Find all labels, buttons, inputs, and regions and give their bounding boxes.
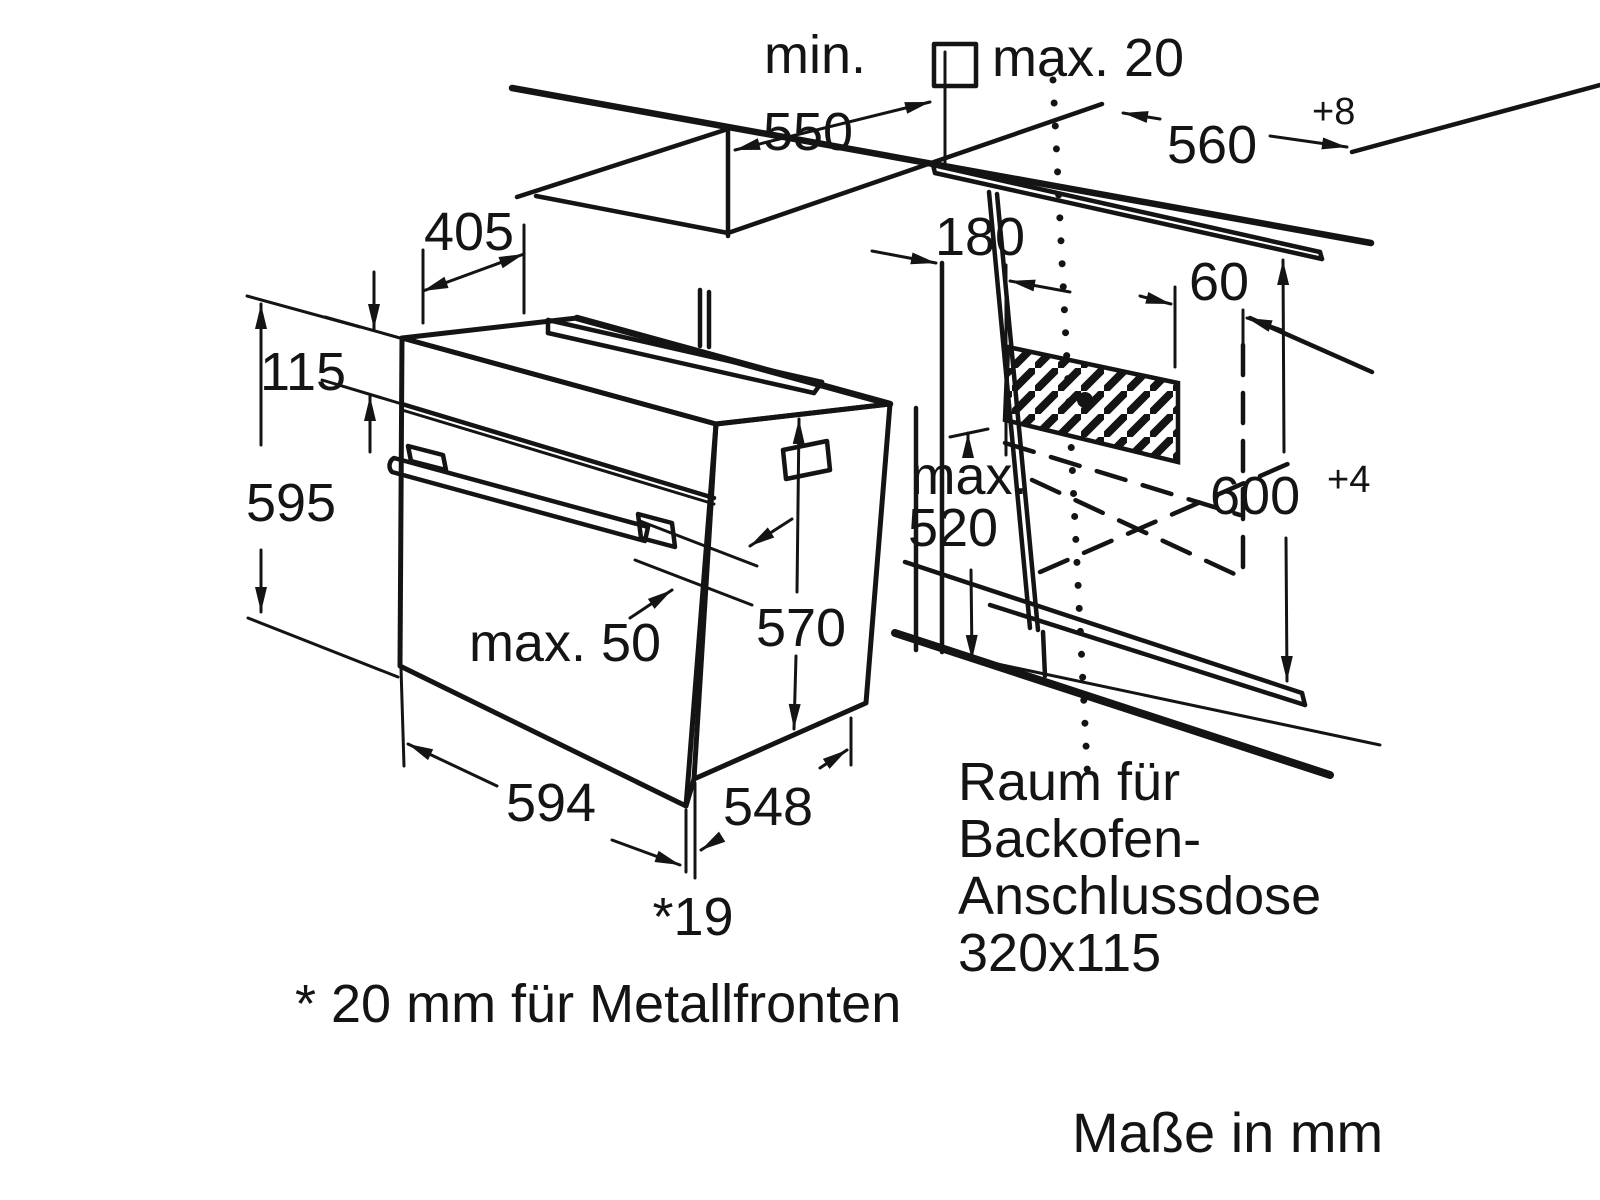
connection-box-hatch xyxy=(1002,344,1181,465)
dim-570-value: 570 xyxy=(756,598,846,658)
center-reference-dotted-line xyxy=(1049,76,1092,789)
dimension-570: 570 xyxy=(756,417,846,731)
dim-595-value: 595 xyxy=(246,473,336,533)
niche-left-wall-foot xyxy=(1040,629,1048,679)
cabinet-niche xyxy=(891,76,1382,789)
oven-side-grip-cutout xyxy=(780,438,833,482)
handle-bracket-right xyxy=(635,511,678,550)
dim-405-value: 405 xyxy=(424,202,514,262)
dim-min-550-value: 550 xyxy=(763,102,853,162)
socket-note-line-3: Anschlussdose xyxy=(958,866,1321,926)
dim-560-tolerance: +8 xyxy=(1312,91,1355,133)
socket-note-line-1: Raum für xyxy=(958,752,1180,812)
socket-note-line-4: 320x115 xyxy=(958,923,1161,983)
dimension-405: 405 xyxy=(421,202,526,325)
oven-bottom-step xyxy=(683,776,697,809)
dim-600-value: 600 xyxy=(1210,466,1300,526)
dimension-180: 180 xyxy=(870,207,1072,457)
dim-548-value: 548 xyxy=(723,777,813,837)
socket-note: Raum für Backofen- Anschlussdose 320x115 xyxy=(958,752,1321,983)
handle-bar xyxy=(387,455,651,544)
units-note: Maße in mm xyxy=(1072,1101,1383,1164)
niche-floor xyxy=(891,559,1382,779)
dim-560-value: 560 xyxy=(1167,115,1257,175)
control-panel-bottom-line-2 xyxy=(400,408,716,506)
dimension-max-520: max. 520 xyxy=(908,427,1028,662)
square-symbol xyxy=(931,41,979,89)
socket-note-line-2: Backofen- xyxy=(958,809,1201,869)
dim-115-value: 115 xyxy=(260,342,346,402)
oven-side-face xyxy=(691,401,893,782)
dimension-max-20: max. 20 xyxy=(931,28,1184,89)
dim-600-tolerance: +4 xyxy=(1327,459,1370,501)
worktop-back-edge-left-line xyxy=(533,193,731,236)
oven-top-vent-channel xyxy=(545,317,825,396)
dimension-min-550: min. 550 xyxy=(733,25,947,165)
metal-front-footnote: * 20 mm für Metallfronten xyxy=(295,974,901,1034)
dimension-60: 60 xyxy=(1138,252,1284,369)
dimension-max-50: max. 50 xyxy=(469,517,794,673)
dimension-548: 548 xyxy=(699,716,853,852)
dimension-595: 595 xyxy=(245,294,400,679)
worktop-cutout-slot xyxy=(930,162,1325,262)
hidden-back-top-edge xyxy=(1002,440,1243,518)
dimension-560: 560 +8 xyxy=(1121,91,1355,175)
dim-180-value: 180 xyxy=(935,207,1025,267)
connection-point-dot xyxy=(1077,392,1093,408)
control-panel-bottom-line-1 xyxy=(399,401,717,501)
wall-top-edge-line xyxy=(514,126,731,200)
dim-max-520-line1: max. xyxy=(910,446,1027,506)
dimension-19: *19 xyxy=(652,781,734,947)
dim-60-value: 60 xyxy=(1189,252,1249,312)
worktop-and-wall xyxy=(508,82,1600,350)
dim-594-value: 594 xyxy=(506,773,596,833)
dimension-115: 115 xyxy=(260,270,404,454)
oven-door-handle xyxy=(387,443,678,550)
dimension-600: 600 +4 xyxy=(1210,258,1370,683)
dim-min-550-prefix: min. xyxy=(764,25,866,85)
dim-max-20-label: max. 20 xyxy=(992,28,1184,88)
dimension-594: 594 xyxy=(399,666,682,867)
dim-max-520-line2: 520 xyxy=(908,498,998,558)
dim-max-50-label: max. 50 xyxy=(469,613,661,673)
worktop-back-edge-right-line xyxy=(725,101,1105,236)
worktop-receding-edge-line xyxy=(1349,82,1600,155)
dim-19-value: *19 xyxy=(652,887,733,947)
oven-body xyxy=(387,314,894,809)
